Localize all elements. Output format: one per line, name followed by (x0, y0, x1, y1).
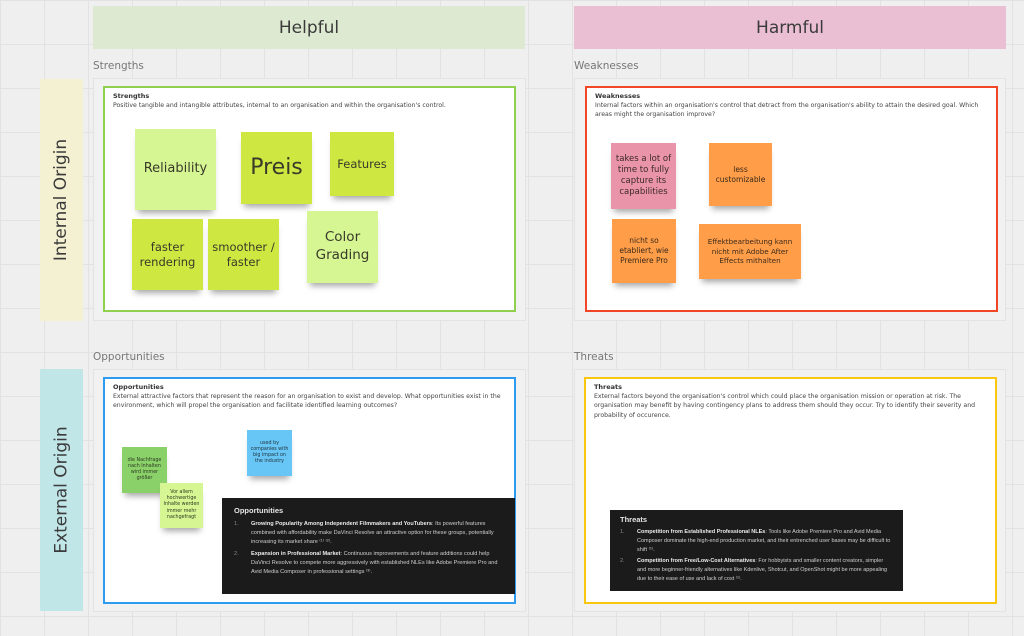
sticky-note[interactable]: Effektbearbeitung kann nicht mit Adobe A… (699, 224, 801, 279)
opportunities-frame-label[interactable]: Opportunities (93, 351, 165, 363)
opportunities-list: 1. Growing Popularity Among Independent … (234, 520, 503, 577)
opportunities-panel-title: Opportunities (234, 506, 284, 515)
sticky-note[interactable]: Features (330, 132, 394, 196)
sticky-note[interactable]: used by companies with big impact on the… (247, 430, 292, 476)
column-header-harmful[interactable]: Harmful (574, 6, 1006, 49)
sticky-note[interactable]: smoother / faster (208, 219, 279, 290)
opportunities-title: Opportunities (113, 383, 164, 391)
opportunities-research-panel[interactable]: Opportunities 1. Growing Popularity Amon… (222, 498, 515, 594)
sticky-note[interactable]: faster rendering (132, 219, 203, 290)
list-item: 1. Competition from Established Professi… (620, 529, 891, 554)
weaknesses-frame-label[interactable]: Weaknesses (574, 60, 639, 72)
sticky-note[interactable]: nicht so etabliert, wie Premiere Pro (612, 219, 676, 283)
sticky-note[interactable]: Reliability (135, 129, 216, 210)
strengths-frame-label[interactable]: Strengths (93, 60, 144, 72)
strengths-description: Positive tangible and intangible attribu… (113, 102, 446, 109)
column-header-helpful[interactable]: Helpful (93, 6, 525, 49)
row-header-internal[interactable]: Internal Origin (40, 79, 83, 321)
list-item: 1. Growing Popularity Among Independent … (234, 521, 494, 546)
helpful-label: Helpful (278, 17, 340, 38)
weaknesses-description: Internal factors within an organisation'… (595, 102, 979, 119)
opportunities-description: External attractive factors that represe… (113, 393, 501, 410)
threats-description: External factors beyond the organisation… (594, 393, 976, 419)
threats-panel-title: Threats (620, 515, 648, 524)
sticky-note[interactable]: die Nachfrage nach Inhalten wird immer g… (122, 447, 167, 493)
sticky-note[interactable]: Color Grading (307, 211, 378, 283)
sticky-note[interactable]: takes a lot of time to fully capture its… (611, 143, 676, 209)
row-header-external[interactable]: External Origin (40, 369, 83, 611)
internal-origin-label: Internal Origin (51, 138, 72, 262)
sticky-note[interactable]: Vor allem hochwertige Inhalte werden imm… (160, 483, 203, 528)
strengths-title: Strengths (113, 92, 150, 100)
threats-frame-label[interactable]: Threats (574, 351, 614, 363)
threats-title: Threats (594, 383, 623, 391)
external-origin-label: External Origin (51, 426, 72, 554)
weaknesses-title: Weaknesses (595, 92, 641, 100)
list-item: 2. Expansion in Professional Market: Con… (234, 550, 498, 576)
sticky-note[interactable]: less customizable (709, 143, 772, 206)
threats-list: 1. Competition from Established Professi… (620, 528, 893, 584)
threats-research-panel[interactable]: Threats 1. Competition from Established … (610, 510, 903, 591)
sticky-note[interactable]: Preis (241, 132, 312, 204)
list-item: 2. Competition from Free/Low-Cost Altern… (620, 558, 888, 583)
harmful-label: Harmful (756, 17, 824, 38)
